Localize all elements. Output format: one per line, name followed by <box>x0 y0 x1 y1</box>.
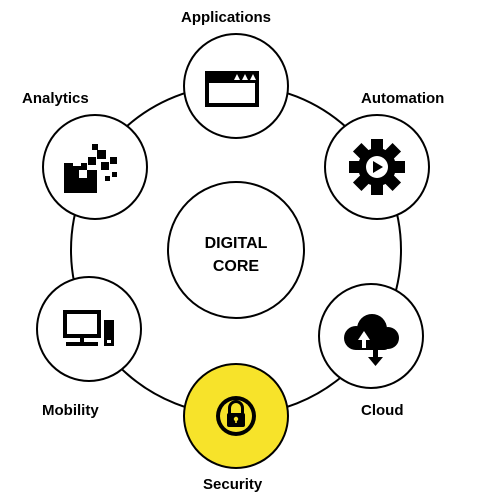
core-label-line1: DIGITAL <box>204 235 268 252</box>
node-mobility-circle <box>36 276 142 382</box>
automation-label: Automation <box>361 90 445 107</box>
core-label-line2: CORE <box>212 258 260 275</box>
pixel-data-icon <box>64 144 117 193</box>
security-label: Security <box>203 476 263 493</box>
node-security[interactable] <box>183 363 289 469</box>
desktop-phone-icon <box>63 310 114 346</box>
core-label: DIGITAL CORE <box>168 232 304 278</box>
node-cloud[interactable] <box>318 283 424 389</box>
core-circle <box>167 181 305 319</box>
cloud-upload-download-icon <box>344 314 399 366</box>
applications-label: Applications <box>181 9 272 26</box>
cloud-label: Cloud <box>361 402 404 419</box>
padlock-icon <box>216 396 256 436</box>
mobility-label: Mobility <box>42 402 99 419</box>
node-mobility[interactable] <box>36 276 142 382</box>
node-applications-circle <box>183 33 289 139</box>
node-analytics-circle <box>42 114 148 220</box>
gear-play-icon <box>349 139 405 195</box>
analytics-label: Analytics <box>22 90 89 107</box>
node-analytics[interactable] <box>42 114 148 220</box>
node-automation[interactable] <box>324 114 430 220</box>
browser-window-icon <box>205 71 259 107</box>
node-applications[interactable] <box>183 33 289 139</box>
